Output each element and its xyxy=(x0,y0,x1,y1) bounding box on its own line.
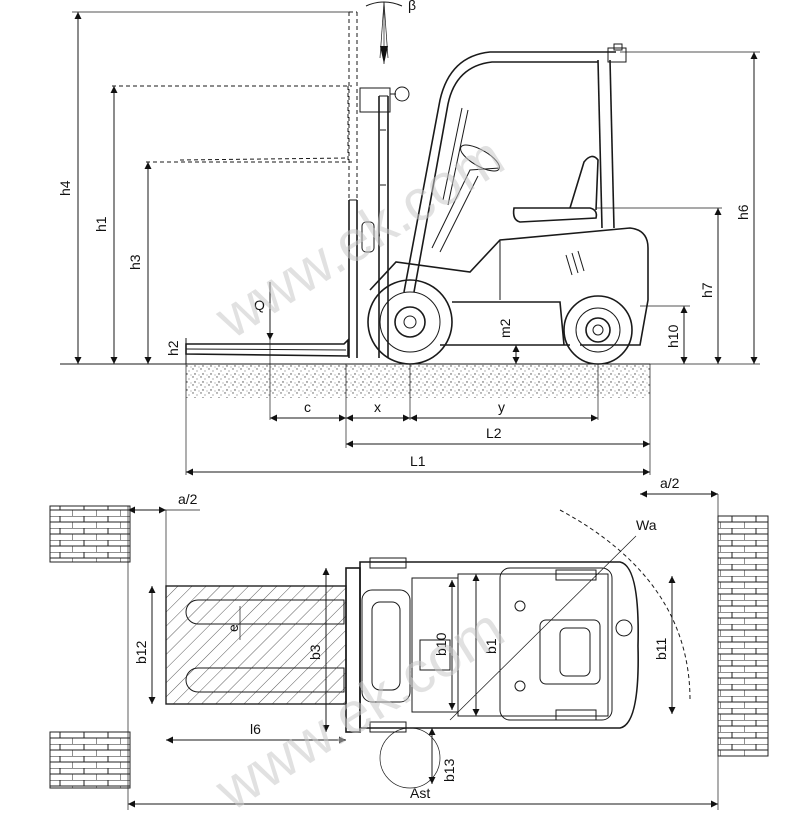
label-h4: h4 xyxy=(57,180,73,196)
label-h10: h10 xyxy=(665,324,681,348)
truck-top xyxy=(359,557,639,733)
label-a2-right: a/2 xyxy=(660,475,680,491)
label-h2: h2 xyxy=(165,340,181,356)
mast-extended xyxy=(112,11,358,200)
label-wa: Wa xyxy=(636,517,657,533)
label-b13: b13 xyxy=(441,758,457,782)
label-l1: L1 xyxy=(410,453,426,469)
label-e: e xyxy=(225,624,241,632)
label-b1: b1 xyxy=(483,638,499,654)
operator-seat xyxy=(512,155,599,223)
rear-wheel xyxy=(563,295,633,365)
overhead-guard xyxy=(403,43,627,293)
top-dimensions xyxy=(127,490,719,810)
label-a2-left: a/2 xyxy=(178,491,198,507)
label-b12: b12 xyxy=(133,640,149,664)
b13-circle xyxy=(379,727,441,789)
wa-leader xyxy=(449,535,637,721)
label-b11: b11 xyxy=(653,637,669,660)
ground-gravel xyxy=(186,364,650,398)
front-wheel xyxy=(367,279,453,365)
forks xyxy=(185,338,349,357)
watermark-top: www.ek.com xyxy=(204,123,515,351)
tilt-angle-indicator xyxy=(365,1,403,64)
label-b10: b10 xyxy=(433,632,449,656)
wall-top-left xyxy=(49,505,131,563)
label-m2: m2 xyxy=(497,318,513,338)
label-beta: β xyxy=(408,0,416,13)
label-ast: Ast xyxy=(410,785,430,801)
top-view: a/2 a/2 Wa b12 b3 b10 b1 b11 e l6 b13 As… xyxy=(49,475,769,810)
label-h3: h3 xyxy=(127,254,143,270)
height-dimensions xyxy=(72,11,760,420)
label-x: x xyxy=(374,399,381,415)
label-y: y xyxy=(498,399,505,415)
label-h6: h6 xyxy=(735,204,751,220)
chassis xyxy=(369,227,649,346)
label-b3: b3 xyxy=(307,644,323,660)
label-h7: h7 xyxy=(699,282,715,298)
steering-wheel xyxy=(431,144,501,253)
label-h1: h1 xyxy=(93,216,109,232)
wall-right xyxy=(717,515,769,757)
pallet-load xyxy=(165,585,347,705)
label-l6: l6 xyxy=(250,721,261,737)
side-view: h4 h1 h3 h2 Q h6 h7 h10 m2 β c x y L2 L1 xyxy=(57,0,760,476)
mast xyxy=(348,86,410,358)
wall-bottom-left xyxy=(49,731,131,789)
label-c: c xyxy=(304,399,311,415)
label-l2: L2 xyxy=(486,425,502,441)
length-dimensions xyxy=(185,364,651,476)
label-q: Q xyxy=(254,297,265,313)
turning-radius-arc xyxy=(559,509,691,701)
